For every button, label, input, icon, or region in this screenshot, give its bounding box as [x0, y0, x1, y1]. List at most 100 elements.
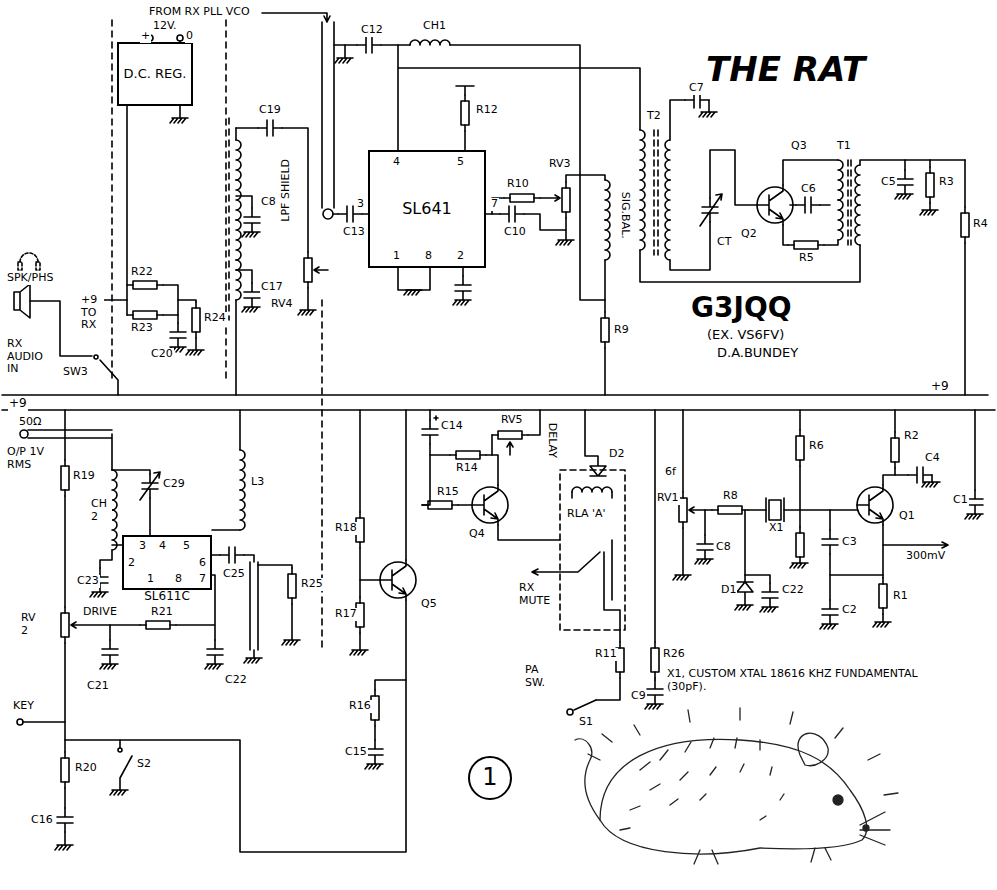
wire-path: [829, 554, 831, 600]
inductor-label: T2: [646, 110, 662, 123]
wire-path: [682, 410, 684, 492]
component-symbol: [673, 575, 691, 580]
component-symbol: [102, 640, 118, 664]
annotation-text: KEY: [12, 700, 35, 713]
annotation-text: S1: [578, 716, 594, 729]
wire-path: [65, 740, 120, 748]
annotation-text: +9: [8, 397, 28, 411]
node-text: D.C. REG.: [124, 67, 187, 82]
wire-path: [212, 554, 220, 556]
component-symbol: [90, 592, 108, 597]
capacitor-label: C12: [360, 24, 384, 37]
capacitor-label: C16: [30, 814, 54, 827]
wire-path: [381, 44, 410, 46]
component-symbol: [695, 559, 713, 564]
inductor-label: T1: [836, 140, 852, 153]
component-symbol: [367, 740, 383, 764]
component-symbol: [140, 621, 176, 629]
capacitor-label: C25: [222, 568, 246, 581]
capacitor-label: C23: [76, 575, 100, 588]
annotation-text: +: [140, 30, 151, 43]
annotation-text: X1: [768, 522, 785, 535]
terminal-circle: [94, 355, 98, 359]
capacitor-label: C14: [440, 420, 464, 433]
terminal-circle: [833, 795, 843, 805]
annotation-text: SIG.BAL.: [618, 191, 631, 240]
wire-path: [178, 300, 196, 302]
component-symbol: [855, 165, 860, 205]
component-symbol: [920, 210, 938, 215]
wire-path: [860, 812, 890, 845]
component-symbol: [61, 607, 69, 643]
annotation-text: X1, CUSTOM XTAL 18616 KHZ FUNDAMENTAL (3…: [666, 668, 930, 693]
component-symbol: [640, 130, 645, 170]
pin-number: 1: [392, 250, 401, 263]
resistor-label: R20: [74, 762, 98, 775]
wire-path: [462, 268, 464, 276]
wire-path: [882, 525, 884, 578]
resistor-label: RV3: [548, 158, 572, 171]
component-symbol: [838, 200, 843, 240]
wire-path: [64, 788, 66, 808]
component-symbol: [472, 485, 508, 525]
capacitor-label: C8: [260, 196, 277, 209]
wire-path: [360, 579, 380, 581]
terminal-circle: [323, 209, 333, 219]
pin-number: 6: [198, 557, 207, 570]
resistor-label: R6: [808, 440, 825, 453]
wire-path: [235, 300, 237, 395]
wire-path: [689, 507, 712, 513]
capacitor-label: C13: [342, 226, 366, 239]
component-symbol: [453, 300, 471, 305]
resistor-label: R5: [798, 252, 815, 265]
diagram-title: THE RAT: [706, 50, 865, 89]
capacitor-label: C17: [260, 281, 284, 294]
component-symbol: [640, 170, 645, 210]
resistor-label: R22: [130, 266, 154, 279]
component-symbol: [205, 664, 223, 669]
capacitor-label: C9: [630, 690, 647, 703]
wire-path: [430, 444, 450, 455]
wire-path: [236, 127, 258, 129]
wire-path: [895, 474, 908, 476]
wire-path: [258, 565, 292, 568]
capacitor-label: C22: [781, 584, 805, 597]
resistor-label: RV1: [656, 492, 680, 505]
annotation-text: RX MUTE: [518, 582, 558, 607]
wire-path: [964, 243, 966, 395]
resistor-label: R14: [455, 462, 479, 475]
component-symbol: [236, 140, 241, 180]
component-symbol: [651, 642, 659, 678]
component-symbol: [897, 170, 913, 194]
wire-path: [64, 832, 66, 845]
component-symbol: [244, 283, 260, 307]
component-symbol: [855, 205, 860, 245]
annotation-text: RLA 'A': [566, 508, 607, 521]
component-symbol: [873, 622, 891, 627]
transistor-label: Q4: [468, 528, 486, 541]
component-symbol: [207, 640, 223, 664]
wire-path: [120, 680, 406, 852]
capacitor-label: C8: [715, 541, 732, 554]
wire-path: [112, 20, 226, 380]
annotation-text: 300mV: [905, 550, 946, 563]
wire-path: [748, 509, 857, 511]
component-symbol: [380, 560, 416, 600]
resistor-label: R18: [334, 522, 358, 535]
resistor-label: R2: [903, 430, 920, 443]
rat-illustration: [575, 708, 898, 864]
component-symbol: [965, 514, 983, 519]
wire-path: [244, 555, 254, 562]
wire-path: [931, 475, 933, 482]
wire-path: [588, 708, 898, 795]
wire-path: [398, 45, 640, 150]
component-symbol: [240, 490, 245, 530]
wire-path: [799, 410, 801, 430]
wire-path: [104, 285, 178, 315]
component-symbol: [258, 120, 282, 136]
capacitor-label: C21: [86, 680, 110, 693]
component-symbol: [820, 624, 838, 629]
capacitor-label: C4: [924, 452, 941, 465]
component-symbol: [61, 460, 69, 496]
component-symbol: [170, 118, 188, 123]
